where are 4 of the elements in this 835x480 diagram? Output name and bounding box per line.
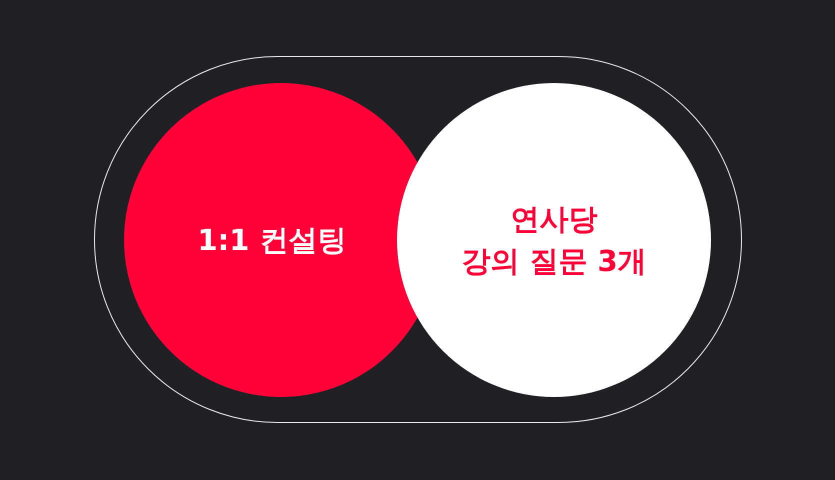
circle-label: 1:1 컨설팅 bbox=[197, 222, 347, 259]
circle-label: 연사당 강의 질문 3개 bbox=[461, 200, 647, 280]
circle bbox=[397, 83, 711, 397]
pill-frame bbox=[94, 56, 742, 423]
